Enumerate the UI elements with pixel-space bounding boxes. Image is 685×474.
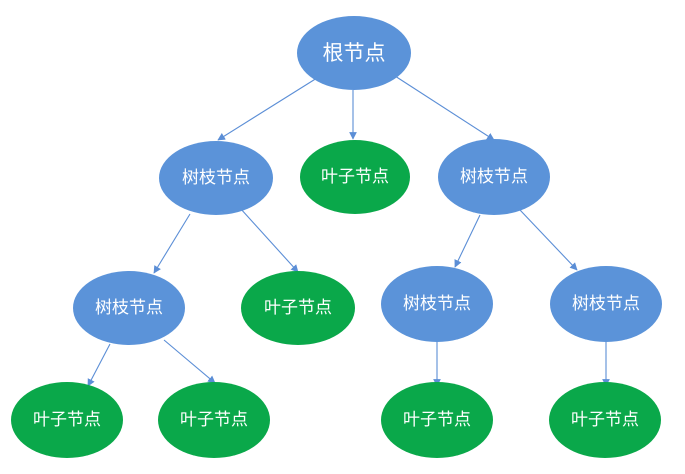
leaf-node-label: 叶子节点: [180, 410, 248, 430]
leaf-node-label: 叶子节点: [264, 298, 332, 318]
root-node[interactable]: 根节点: [297, 16, 411, 90]
edge-branch-left-to-leaf: [239, 207, 299, 273]
branch-node-label: 树枝节点: [460, 167, 528, 187]
leaf-node[interactable]: 叶子节点: [241, 271, 355, 345]
branch-node-label: 树枝节点: [403, 294, 471, 314]
leaf-node[interactable]: 叶子节点: [381, 382, 493, 458]
branch-node[interactable]: 树枝节点: [159, 141, 273, 215]
leaf-node-label: 叶子节点: [403, 410, 471, 430]
edge-root-to-branch-right: [394, 75, 495, 141]
branch-node-label: 树枝节点: [182, 168, 250, 188]
leaf-node-label: 叶子节点: [321, 167, 389, 187]
leaf-node-label: 叶子节点: [33, 410, 101, 430]
edge-branch-right-to-branch: [454, 214, 481, 268]
branch-node[interactable]: 树枝节点: [381, 266, 493, 342]
leaf-node[interactable]: 叶子节点: [11, 382, 123, 458]
leaf-node[interactable]: 叶子节点: [300, 140, 410, 214]
edges: [87, 75, 610, 387]
edge-root-to-branch-left: [217, 77, 318, 141]
leaf-node-label: 叶子节点: [571, 410, 639, 430]
leaf-node[interactable]: 叶子节点: [158, 382, 270, 458]
edge-branch-right-to-branch2: [519, 209, 578, 271]
branch-node-label: 树枝节点: [95, 298, 163, 318]
branch-node[interactable]: 树枝节点: [438, 139, 550, 215]
leaf-node[interactable]: 叶子节点: [549, 382, 661, 458]
branch-node[interactable]: 树枝节点: [550, 266, 662, 342]
edge-branch-left-to-branch: [153, 213, 191, 274]
edge-branch-l2-left-to-leaf2: [163, 339, 216, 384]
branch-node[interactable]: 树枝节点: [73, 271, 185, 345]
edge-branch-l2-left-to-leaf1: [87, 343, 111, 387]
root-node-label: 根节点: [323, 41, 386, 65]
branch-node-label: 树枝节点: [572, 294, 640, 314]
